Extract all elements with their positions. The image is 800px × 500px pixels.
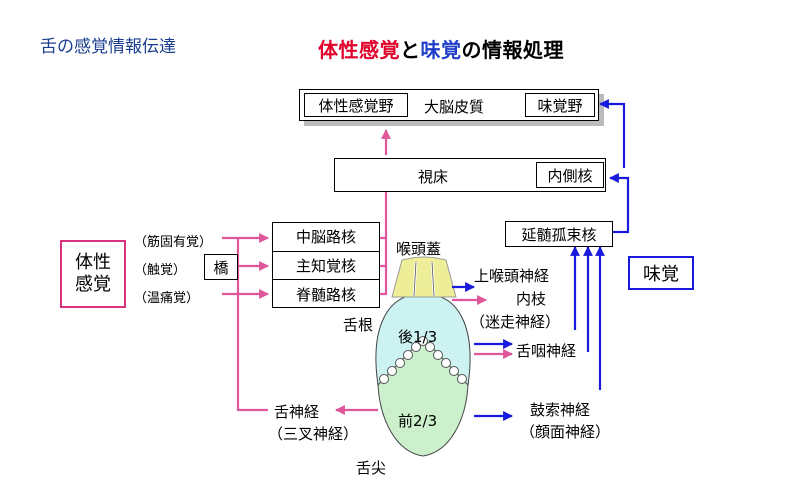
anterior-two-thirds-label: 前2/3 xyxy=(398,412,438,430)
lingual-nerve-label: 舌神経 xyxy=(274,403,320,421)
tongue xyxy=(375,294,471,457)
title-taste: 味覚 xyxy=(420,38,462,62)
somatic-sensation-box: 体性 感覚 xyxy=(60,240,126,308)
medial-nucleus-label: 内側核 xyxy=(547,166,593,185)
somatosensory-area-box: 体性感覚野 xyxy=(304,93,408,117)
tongue-tip-label: 舌尖 xyxy=(356,459,387,477)
spinal-nucleus-label: 脊髄路核 xyxy=(295,285,356,304)
medial-nucleus-box: 内側核 xyxy=(536,162,604,188)
epiglottis-label: 喉頭蓋 xyxy=(396,240,442,258)
gustatory-area-box: 味覚野 xyxy=(525,93,595,117)
posterior-third-label: 後1/3 xyxy=(398,328,438,346)
taste-box-label: 味覚 xyxy=(643,264,679,285)
midbrain-nucleus-box: 中脳路核 xyxy=(272,222,380,252)
somatic-sensation-line1: 体性 xyxy=(75,252,111,274)
arrow-medulla-to-thalamus xyxy=(609,173,630,234)
tongue-root-label: 舌根 xyxy=(343,316,374,334)
title-somatic: 体性感覚 xyxy=(318,38,400,62)
pons-label: 橋 xyxy=(213,258,229,277)
thalamus-label: 視床 xyxy=(418,168,449,186)
main-title: 体性感覚と味覚の情報処理 xyxy=(318,34,564,63)
trigeminal-nuclei-group xyxy=(272,222,380,308)
somatosensory-area-label: 体性感覚野 xyxy=(318,96,394,115)
gustatory-area-label: 味覚野 xyxy=(537,96,583,115)
solitary-nucleus-box: 延髄孤束核 xyxy=(505,221,613,247)
cerebral-cortex-label: 大脳皮質 xyxy=(424,98,485,116)
midbrain-nucleus-label: 中脳路核 xyxy=(295,228,356,246)
arrow-thalamus-to-cortex-blue xyxy=(599,99,626,168)
taste-box: 味覚 xyxy=(628,256,694,290)
internal-branch-label: 内枝 xyxy=(516,290,547,308)
line-lingual-vertical xyxy=(236,238,268,412)
facial-nerve-label: （顔面神経） xyxy=(520,423,611,441)
trigeminal-nerve-label: （三叉神経） xyxy=(268,425,359,443)
spinal-nucleus-box: 脊髄路核 xyxy=(272,280,380,308)
epiglottis-shape xyxy=(391,256,457,298)
vagus-nerve-label: （迷走神経） xyxy=(470,313,561,331)
circumvallate-papillae xyxy=(379,336,467,384)
touch-label: （触覚） xyxy=(134,263,187,278)
pons-box: 橋 xyxy=(204,254,238,280)
somatic-pathways xyxy=(222,129,487,415)
solitary-nucleus-label: 延髄孤束核 xyxy=(521,225,597,244)
proprioception-label: （筋固有覚） xyxy=(134,235,213,250)
main-sensory-nucleus-label: 主知覚核 xyxy=(295,257,356,275)
taste-pathways xyxy=(452,99,630,421)
somatic-sensation-line2: 感覚 xyxy=(75,274,111,295)
title-and: と xyxy=(400,38,421,62)
glossopharyngeal-nerve-label: 舌咽神経 xyxy=(516,342,577,360)
superior-laryngeal-nerve-label: 上喉頭神経 xyxy=(474,267,550,285)
title-suffix: の情報処理 xyxy=(461,38,564,62)
main-sensory-nucleus-box: 主知覚核 xyxy=(272,252,380,280)
temperature-pain-label: （温痛覚） xyxy=(134,291,200,306)
slide-title: 舌の感覚情報伝達 xyxy=(40,37,176,57)
chorda-tympani-label: 鼓索神経 xyxy=(530,401,591,419)
